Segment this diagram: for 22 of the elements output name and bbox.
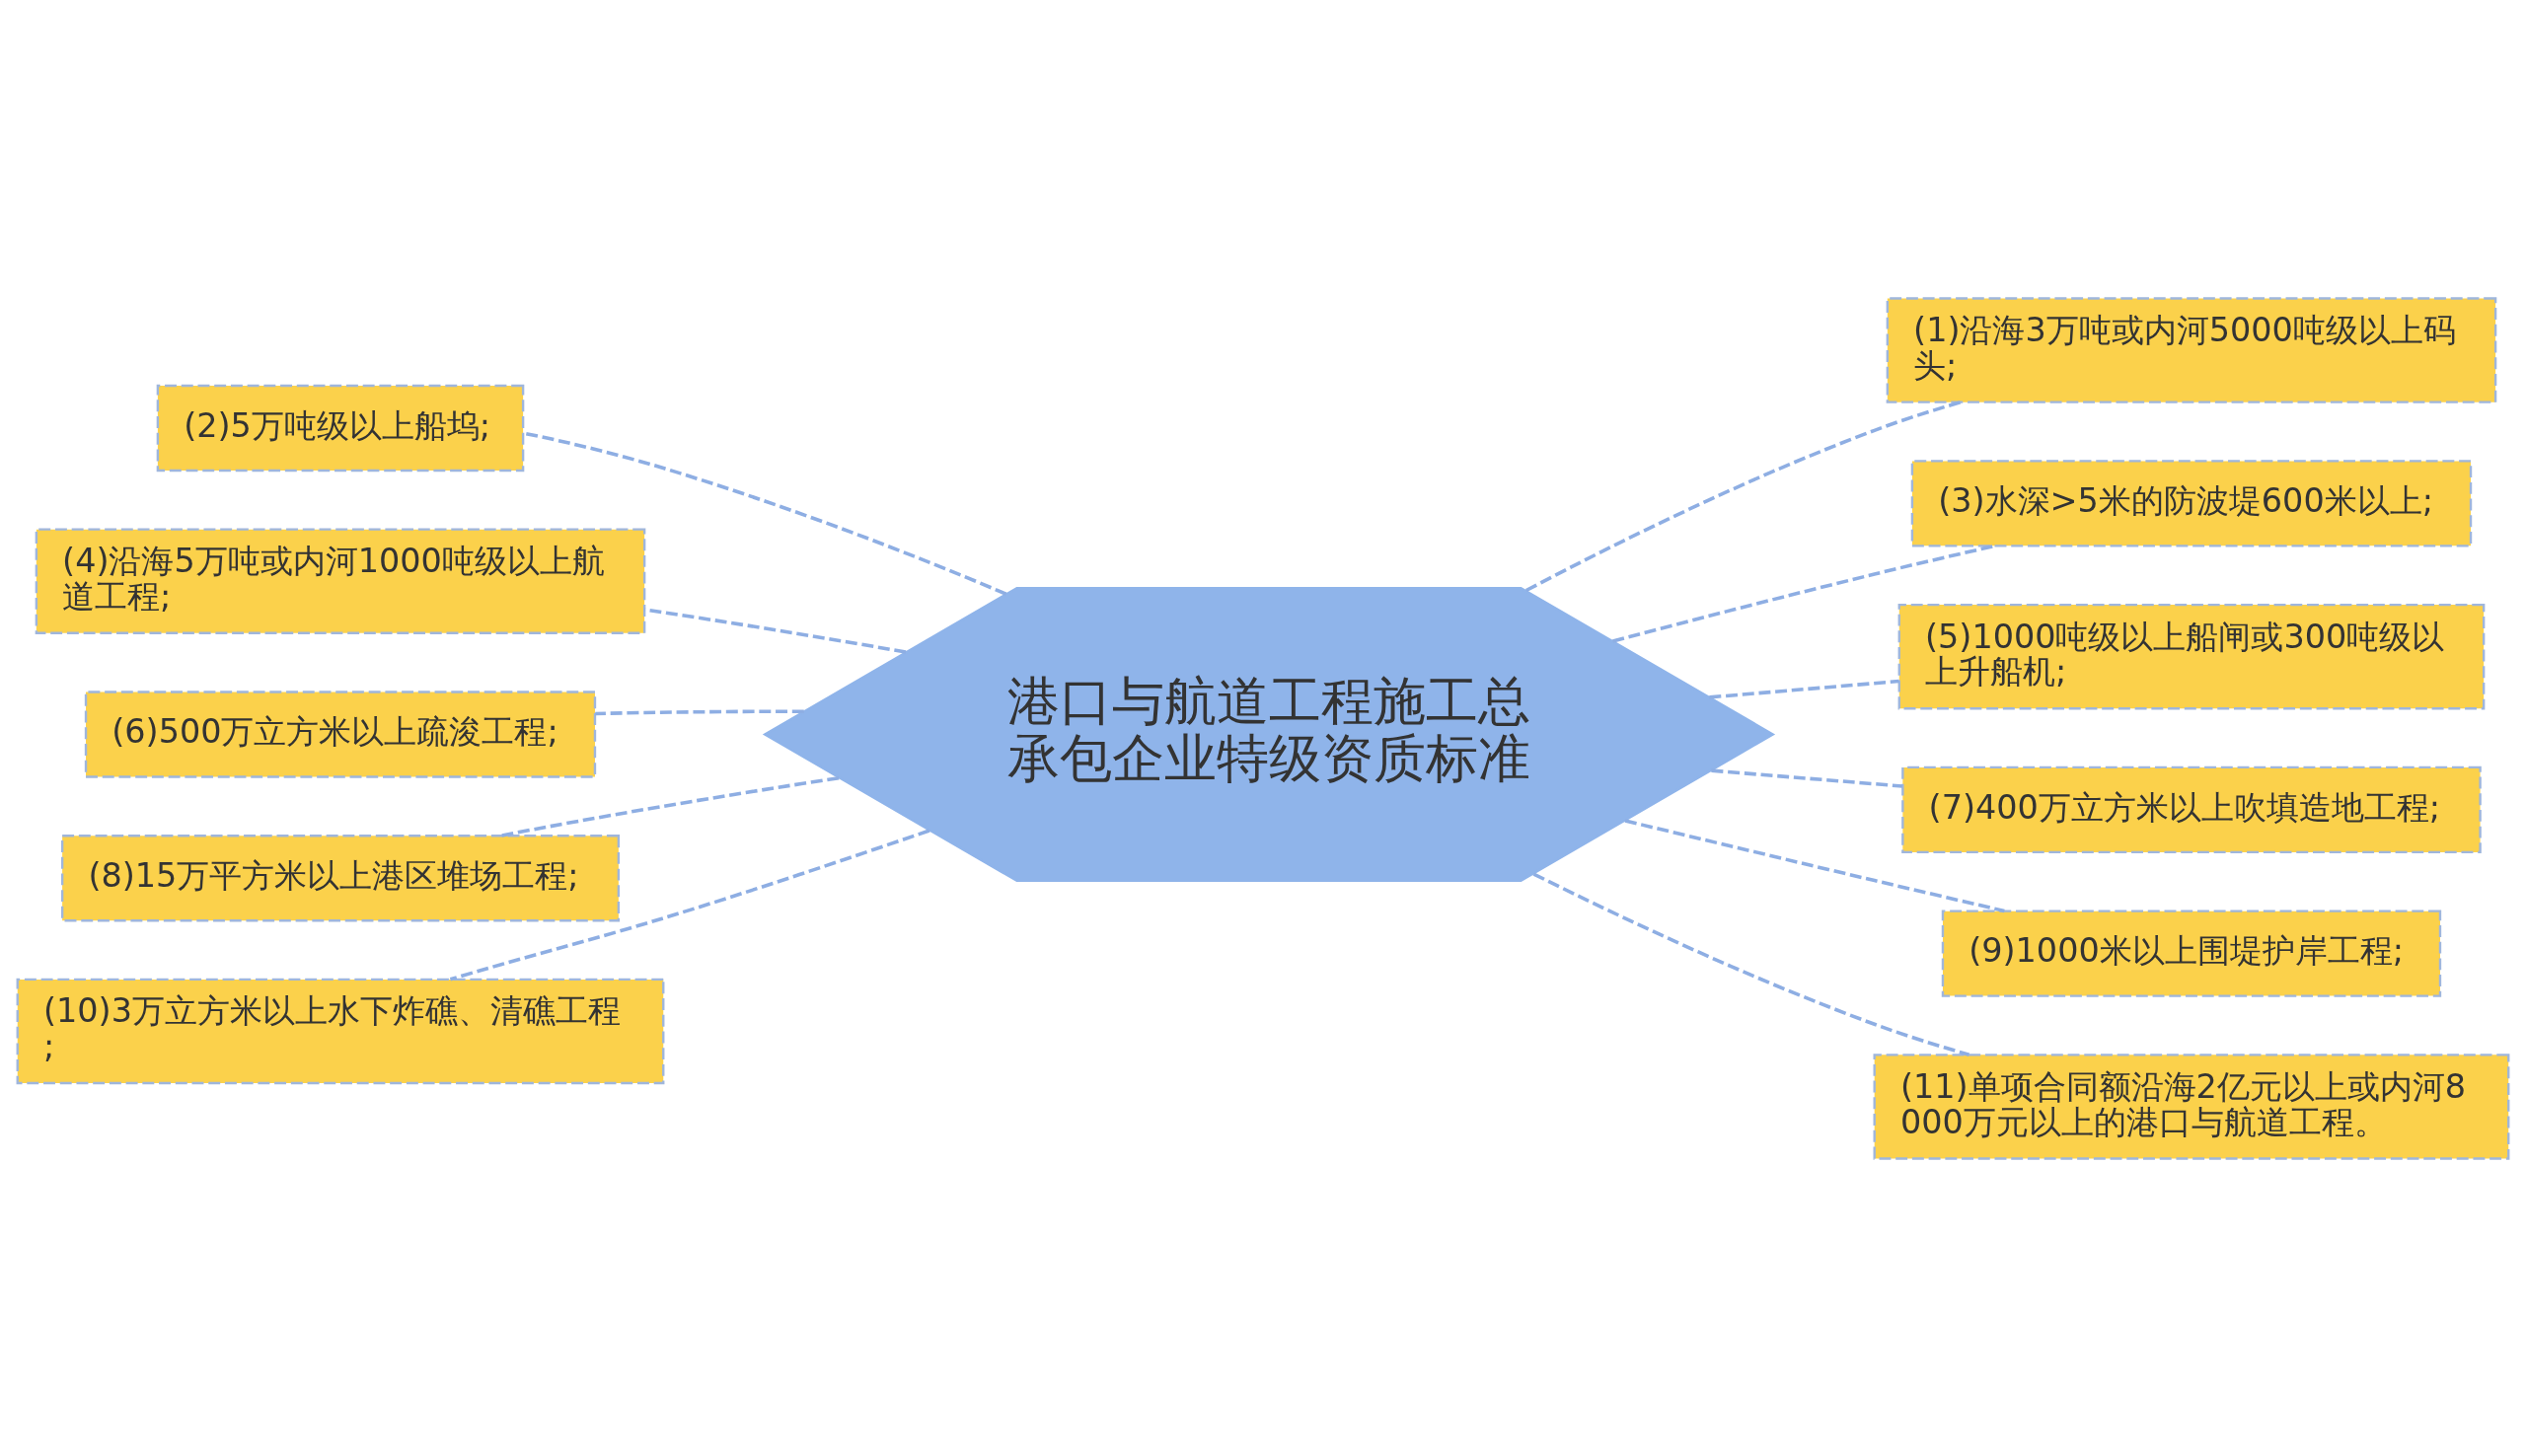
node-box: (6)500万立方米以上疏浚工程; (84, 690, 597, 778)
node-box: (7)400万立方米以上吹填造地工程; (1901, 765, 2482, 853)
connector (1612, 544, 1995, 643)
connector (1709, 679, 1899, 699)
node-box: (11)单项合同额沿海2亿元以上或内河8000万元以上的港口与航道工程。 (1873, 1053, 2510, 1160)
node-box: (2)5万吨级以上船坞; (156, 384, 525, 472)
node-box: (1)沿海3万吨或内河5000吨级以上码头; (1886, 296, 2497, 403)
node-box: (4)沿海5万吨或内河1000吨级以上航道工程; (35, 527, 646, 634)
connector (523, 430, 1007, 596)
connector (1711, 767, 1903, 788)
connector (1524, 400, 1962, 592)
connector (1624, 818, 2005, 912)
connector (501, 775, 840, 837)
node-box: (8)15万平方米以上港区堆场工程; (60, 834, 621, 921)
connector (1532, 871, 1970, 1056)
node-box: (5)1000吨级以上船闸或300吨级以上升船机; (1897, 603, 2486, 709)
connector (595, 708, 804, 715)
connector (644, 607, 907, 654)
node-box: (9)1000米以上围堤护岸工程; (1941, 909, 2442, 997)
connector (449, 828, 930, 982)
node-box: (3)水深>5米的防波堤600米以上; (1910, 459, 2473, 547)
node-box: (10)3万立方米以上水下炸礁、清礁工程; (16, 978, 665, 1084)
